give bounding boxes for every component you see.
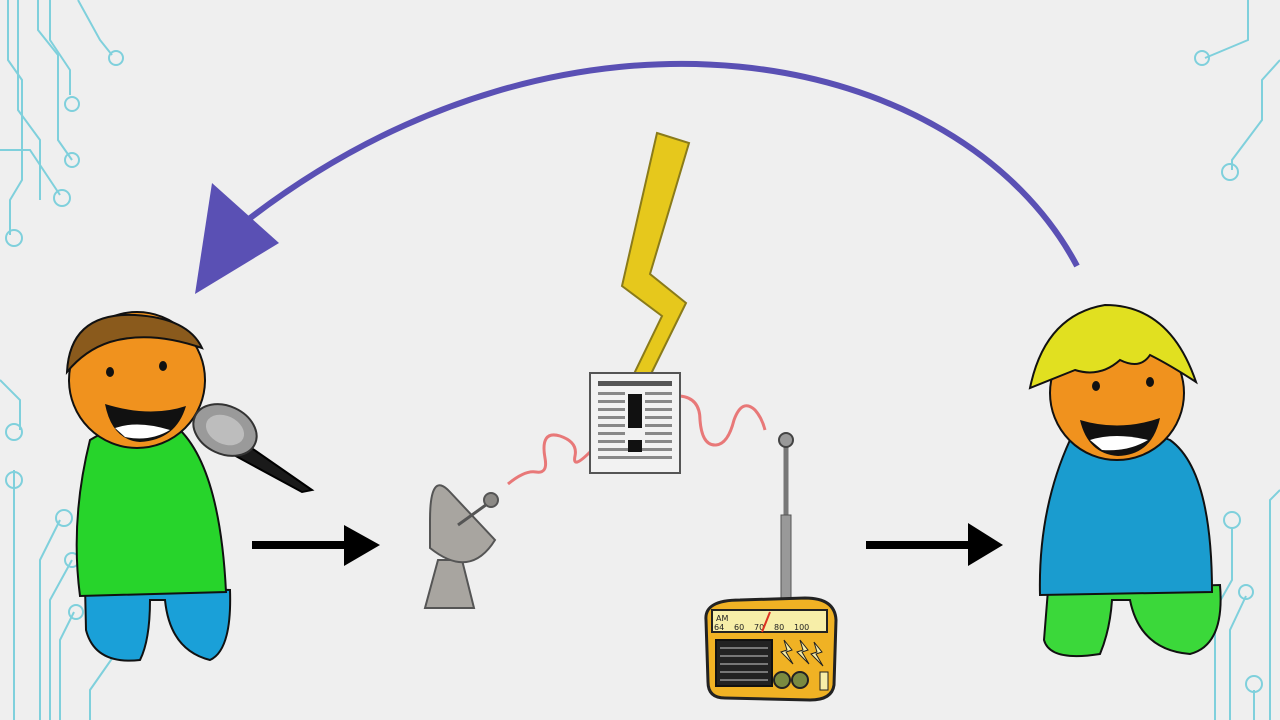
lightning-bolt-icon (620, 131, 691, 382)
feedback-arrowhead (195, 183, 279, 294)
feedback-arc (243, 61, 1080, 268)
feedback-arrow (195, 61, 1080, 294)
noise-source-document-icon (589, 372, 681, 474)
radio-dial-scale: 64 60 70 80 100 (714, 623, 809, 632)
speaker-hair (65, 313, 204, 375)
listener-eye-left (1092, 381, 1100, 391)
listener-eye-right (1146, 377, 1154, 387)
radio-dial-mark: 80 (774, 623, 784, 632)
circuit-decoration-left (0, 0, 128, 720)
speaker-legs (83, 583, 232, 662)
signal-wave-uplink (507, 433, 592, 486)
signal-wave-downlink (679, 394, 767, 447)
listener-tongue (1090, 436, 1148, 451)
listener-hair (1028, 303, 1198, 390)
radio-receiver-icon: AM 64 60 70 80 100 (704, 432, 838, 702)
radio-dial-mark: 70 (754, 623, 764, 632)
listener-legs (1042, 583, 1222, 658)
radio-dial-mark: 60 (734, 623, 744, 632)
speaker-eye-left (106, 367, 114, 377)
speaker-shirt (75, 421, 228, 598)
arrow-speaker-to-transmitter (252, 525, 380, 566)
radio-dial-mark: 100 (794, 623, 809, 632)
microphone-icon (192, 403, 315, 494)
arrow-receiver-to-listener (866, 523, 1003, 566)
radio-band-label: AM (716, 614, 728, 623)
listener-person (1028, 303, 1222, 658)
circuit-decoration-right (1194, 0, 1280, 720)
speaker-person (65, 311, 232, 662)
speaker-tongue (115, 424, 170, 439)
speaker-eye-right (159, 361, 167, 371)
satellite-dish-icon (423, 484, 499, 609)
radio-dial-mark: 64 (714, 623, 724, 632)
